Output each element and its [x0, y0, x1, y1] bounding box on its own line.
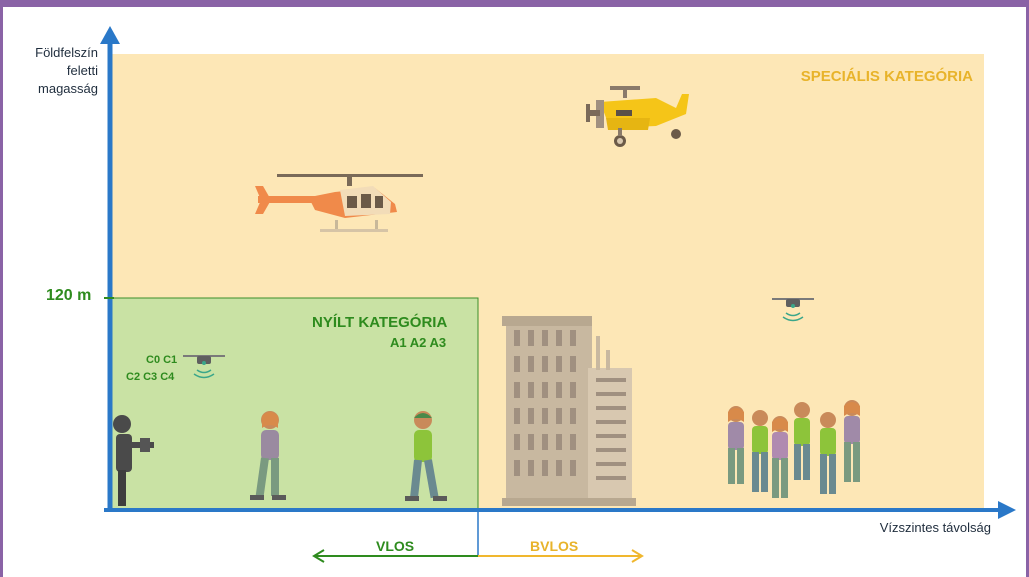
- building-icon: [502, 316, 636, 506]
- crowd-icon: [728, 400, 860, 498]
- bvlos-arrowhead: [631, 549, 644, 563]
- x-axis-arrowhead: [998, 501, 1016, 519]
- y-axis-label-line: magasság: [38, 81, 98, 96]
- left-frame-bar: [0, 0, 3, 577]
- bvlos-label: BVLOS: [530, 538, 579, 554]
- y-axis-arrowhead: [100, 26, 120, 44]
- vlos-label: VLOS: [376, 538, 415, 554]
- airplane-icon: [586, 86, 689, 147]
- drone-class-labels: C0 C1: [146, 354, 178, 366]
- y-axis-label-line: Földfelszín: [35, 45, 98, 60]
- x-axis-label: Vízszintes távolság: [879, 520, 991, 535]
- helicopter-icon: [255, 174, 423, 232]
- pilot-icon: [113, 415, 154, 506]
- special-category-title: SPECIÁLIS KATEGÓRIA: [800, 68, 973, 85]
- right-frame-bar: [1026, 0, 1029, 577]
- drone-class-labels: C2 C3 C4: [126, 371, 175, 383]
- drone-icon: [772, 298, 814, 322]
- y-axis-label-line: feletti: [66, 63, 98, 78]
- drone-icon: [183, 355, 225, 379]
- open-category-subcategories: A1 A2 A3: [390, 335, 447, 350]
- y-axis-label: Földfelszín feletti magasság: [10, 44, 98, 98]
- top-frame-bar: [0, 0, 1029, 7]
- person-icon: [250, 411, 286, 500]
- vlos-arrowhead: [312, 549, 325, 563]
- person-icon: [405, 411, 447, 501]
- height-marker-label: 120 m: [46, 287, 92, 304]
- open-category-title: NYÍLT KATEGÓRIA: [312, 314, 448, 331]
